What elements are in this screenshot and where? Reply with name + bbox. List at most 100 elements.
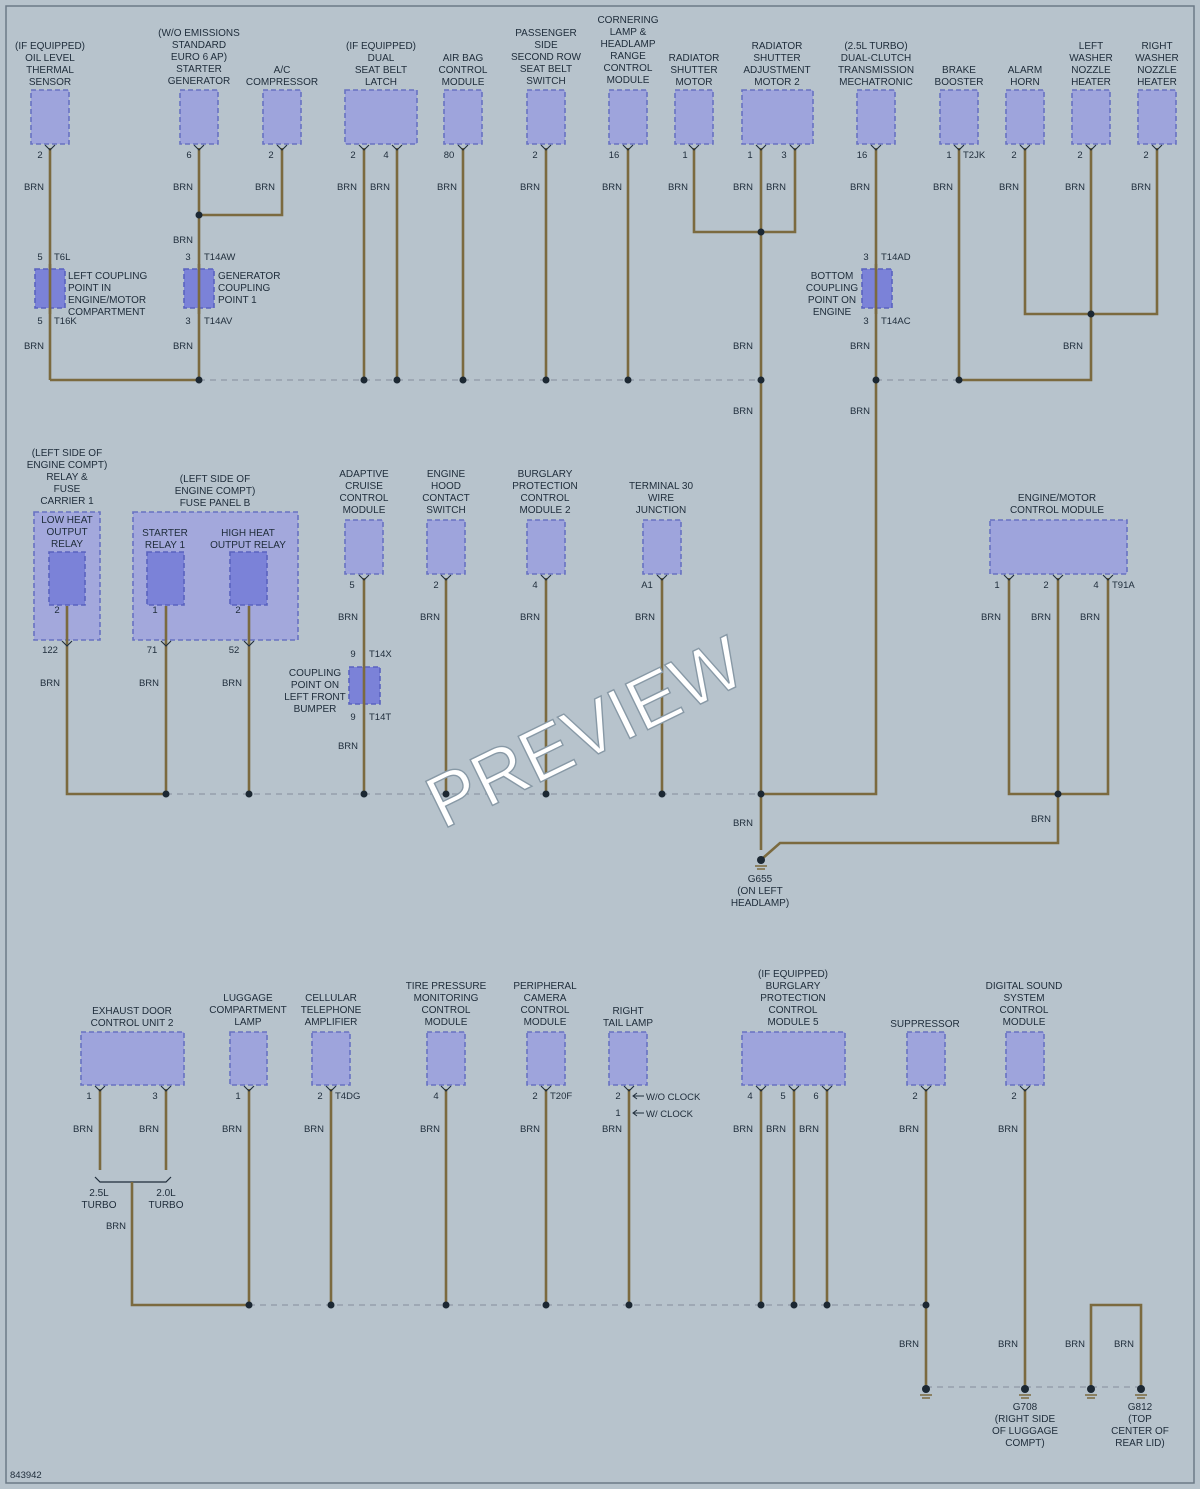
wire-color-label: BRN [420,1124,440,1135]
wire [130,1182,249,1307]
connector-id: T14X [369,649,392,660]
pin-number: 52 [229,645,240,656]
connector-id: T4DG [335,1091,360,1102]
pin-number: 5 [37,316,42,327]
ground-symbol [755,865,767,870]
pin-number: 2 [1011,150,1016,161]
wire [199,148,284,217]
pin-tick [821,1085,833,1092]
luggage-lamp-box [229,1031,268,1086]
pin-number: 5 [349,580,354,591]
pin-ticks [44,144,1163,1092]
wire-color-label: BRN [24,341,44,352]
splice-dot [757,228,765,236]
connector-id: T20F [550,1091,572,1102]
pin-number: 2 [350,150,355,161]
connector-id: T14AC [881,316,911,327]
splice-dot [542,1301,550,1309]
pin-number: 2 [1077,150,1082,161]
connector-id: T14AD [881,252,911,263]
splice-dot [393,376,401,384]
right-tail-lamp-box [608,1031,648,1086]
splice-dot [872,376,880,384]
splice-dot [195,211,203,219]
pin-number: 3 [185,252,190,263]
splice-dot [459,376,467,384]
pin-tick [788,1085,800,1092]
radiator-shutter-adjustment-motor-box [741,89,814,145]
pin-number: 1 [152,605,157,616]
peripheral-camera-box [526,1031,566,1086]
pin-tick [789,144,801,151]
pin-note: W/O CLOCK [646,1092,701,1103]
low-heat-relay [48,551,86,606]
wire [65,606,166,796]
dual-clutch-mechatronic-box [856,89,896,145]
pin-tick [755,1085,767,1092]
pin-number: 4 [532,580,537,591]
pin-tick [160,1085,172,1092]
pin-number: 1 [994,580,999,591]
pin-number: 5 [37,252,42,263]
connector-id: T91A [1112,580,1135,591]
wire-color-label: BRN [766,1124,786,1135]
wire-color-label: BRN [850,182,870,193]
splice-dot [625,1301,633,1309]
pin-tick [1052,574,1064,581]
pin-number: 16 [857,150,868,161]
wire-color-label: BRN [668,182,688,193]
pin-tick [94,1085,106,1092]
wire-color-label: BRN [733,341,753,352]
alarm-horn-box [1005,89,1045,145]
pin-note-arrow [632,1092,644,1117]
pin-tick [1085,144,1097,151]
splice-dot [790,1301,798,1309]
pin-tick [1102,574,1114,581]
ground-point [1021,1385,1029,1393]
splice-dot [823,1301,831,1309]
ground-symbol [1085,1394,1097,1399]
pin-number: 5 [780,1091,785,1102]
pin-number: 3 [863,252,868,263]
wire-color-label: BRN [370,182,390,193]
cornering-lamp-module-box [608,89,648,145]
splice-dot [245,1301,253,1309]
ground-point [1087,1385,1095,1393]
passenger-seatbelt-switch-box [526,89,566,145]
pin-tick [1151,144,1163,151]
splice-dot [195,376,203,384]
pin-number: 4 [1093,580,1098,591]
pin-tick [755,144,767,151]
pin-number: 2 [268,150,273,161]
pin-note: W/ CLOCK [646,1109,694,1120]
splice-dot [360,376,368,384]
pin-tick [325,1085,337,1092]
wire-color-label: BRN [899,1339,919,1350]
wire-color-label: BRN [1065,1339,1085,1350]
pin-number: 1 [747,150,752,161]
pin-tick [622,144,634,151]
pin-number: 3 [185,316,190,327]
pin-number: 2 [433,580,438,591]
